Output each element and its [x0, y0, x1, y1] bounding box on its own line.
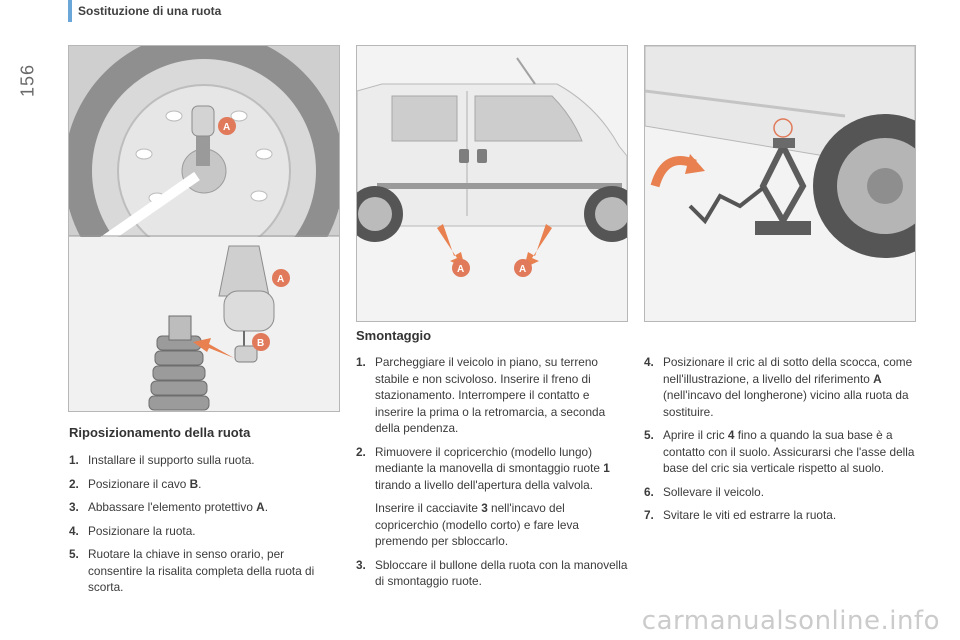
- list-item: 4.Posizionare il cric al di sotto della …: [644, 355, 913, 419]
- heading-removal: Smontaggio: [356, 328, 432, 343]
- heading-wheel-repositioning: Riposizionamento della ruota: [69, 425, 251, 440]
- list-item: 7.Svitare le viti ed estrarre la ruota.: [644, 508, 837, 522]
- figure-spare-wheel: A A B: [68, 45, 340, 412]
- list-item: 6.Sollevare il veicolo.: [644, 484, 764, 499]
- list-item: 2. Rimuovere il copricerchio (modello lu…: [356, 444, 610, 549]
- steps-jack: 4.Posizionare il cric al di sotto della …: [644, 354, 916, 531]
- list-item: 1.Installare il supporto sulla ruota.: [69, 453, 255, 467]
- figure-van-side: A A: [356, 45, 628, 322]
- steps-wheel-repositioning: 1.Installare il supporto sulla ruota. 2.…: [69, 452, 339, 603]
- list-item: 1.Parcheggiare il veicolo in piano, su t…: [356, 355, 606, 435]
- section-accent-bar: [68, 0, 72, 22]
- figure-jack: [644, 45, 916, 322]
- page-number: 156: [17, 63, 38, 98]
- list-item: 5.Aprire il cric 4 fino a quando la sua …: [644, 428, 915, 475]
- watermark: carmanualsonline.info: [641, 606, 940, 636]
- badge-a-top: A: [223, 122, 230, 133]
- list-item: 5.Ruotare la chiave in senso orario, per…: [69, 547, 315, 594]
- badge-b: B: [257, 338, 264, 349]
- badge-a-bottom: A: [277, 274, 284, 285]
- list-item: 2.Posizionare il cavo B.: [69, 476, 202, 491]
- section-title: Sostituzione di una ruota: [78, 4, 222, 18]
- list-item: 3.Abbassare l'elemento protettivo A.: [69, 500, 268, 514]
- steps-removal: 1.Parcheggiare il veicolo in piano, su t…: [356, 354, 628, 597]
- badge-a-right: A: [519, 264, 526, 275]
- list-item: 4.Posizionare la ruota.: [69, 523, 196, 538]
- list-item: 3.Sbloccare il bullone della ruota con l…: [356, 557, 628, 589]
- badge-a-left: A: [457, 264, 464, 275]
